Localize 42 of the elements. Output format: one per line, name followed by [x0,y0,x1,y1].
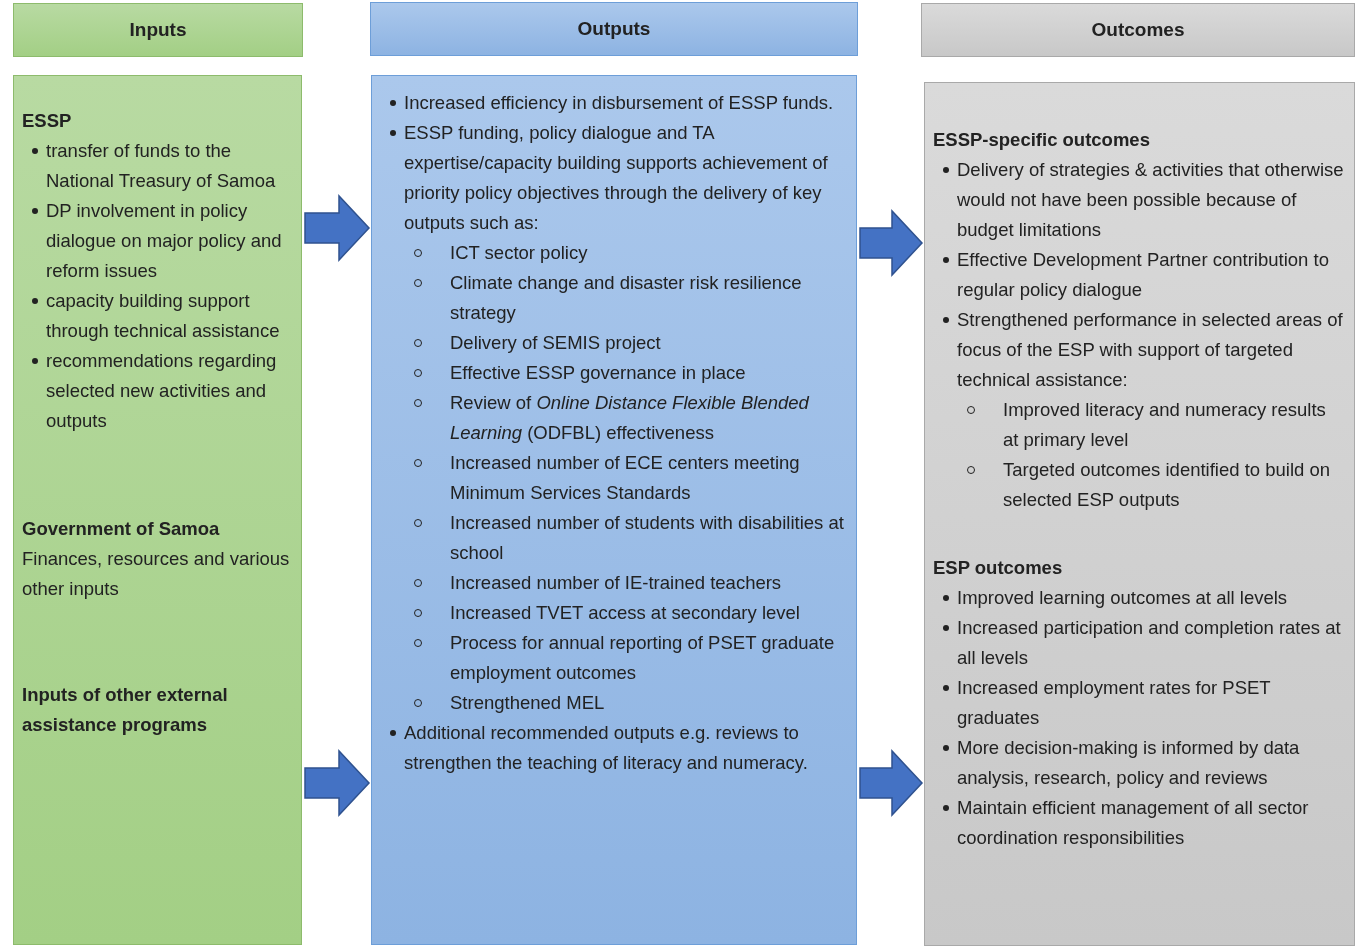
bullet-item: Increased efficiency in disbursement of ESSP funds. [380,88,848,118]
section-heading: Inputs of other external assistance programs [22,683,229,737]
sub-bullet-item: Increased TVET access at secondary level [380,598,848,628]
sub-bullet-item: ICT sector policy [380,238,848,268]
sub-bullet-item: Process for annual reporting of PSET graduate employment outcomes [380,628,848,688]
column-header: Outcomes [921,3,1355,57]
section-heading: ESP outcomes [933,556,1064,580]
sub-bullet-item: Targeted outcomes identified to build on selected ESP outputs [933,455,1346,515]
section-heading: ESSP [22,109,73,133]
section-heading: Government of Samoa [22,517,221,541]
sub-bullet-item: Climate change and disaster risk resilience strategy [380,268,848,328]
bullet-item: ESSP funding, policy dialogue and TA expertise/capacity building supports achievement of priority policy objectives through the delivery of key outputs such as: [380,118,848,238]
sub-bullet-item: Increased number of IE-trained teachers [380,568,848,598]
column-panel [371,75,857,945]
sub-bullet-item: Strengthened MEL [380,688,848,718]
bullet-item: transfer of funds to the National Treasury of Samoa [22,136,293,196]
bullet-item: Maintain efficient management of all sector coordination responsibilities [933,793,1346,853]
bullet-item: recommendations regarding selected new activities and outputs [22,346,293,436]
section-heading: ESSP-specific outcomes [933,128,1151,152]
bullet-item: Increased employment rates for PSET graduates [933,673,1346,733]
block-arrow [304,749,371,817]
bullet-item: Additional recommended outputs e.g. reviews to strengthen the teaching of literacy and numeracy. [380,718,848,778]
block-arrow [859,749,924,817]
block-arrow [859,209,924,277]
sub-bullet-item: Increased number of students with disabilities at school [380,508,848,568]
bullet-item: Increased participation and completion rates at all levels [933,613,1346,673]
block-arrow [304,194,371,262]
bullet-item: Strengthened performance in selected areas of focus of the ESP with support of targeted technical assistance: [933,305,1346,395]
column-header: Outputs [370,2,858,56]
bullet-item: Delivery of strategies & activities that otherwise would not have been possible because of budget limitations [933,155,1346,245]
bullet-item: More decision-making is informed by data analysis, research, policy and reviews [933,733,1346,793]
bullet-item: Improved learning outcomes at all levels [933,583,1346,613]
column-header: Inputs [13,3,303,57]
sub-bullet-item: Effective ESSP governance in place [380,358,848,388]
body-text: Finances, resources and various other inputs [22,547,291,601]
column-panel [13,75,302,945]
column-panel [924,82,1355,946]
sub-bullet-item: Increased number of ECE centers meeting Minimum Services Standards [380,448,848,508]
sub-bullet-item: Improved literacy and numeracy results at primary level [933,395,1346,455]
sub-bullet-item: Delivery of SEMIS project [380,328,848,358]
bullet-item: Effective Development Partner contribution to regular policy dialogue [933,245,1346,305]
sub-bullet-item: Review of Online Distance Flexible Blended Learning (ODFBL) effectiveness [380,388,848,448]
